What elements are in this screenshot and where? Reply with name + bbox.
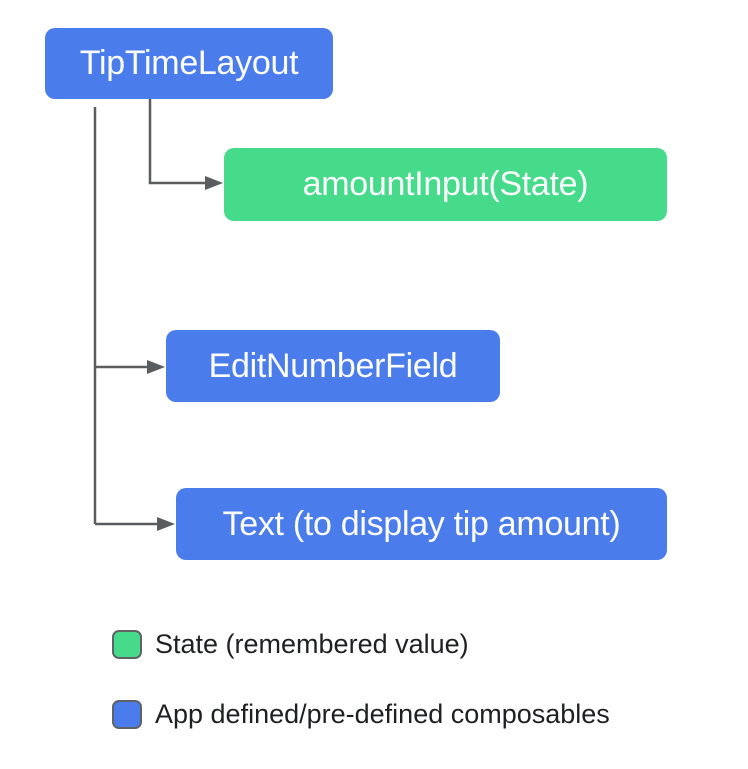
- node-text-display-label: Text (to display tip amount): [222, 504, 621, 543]
- legend-swatch-state-icon: [112, 629, 142, 659]
- arrowhead-textdisplay: [157, 517, 175, 531]
- node-editnumberfield: EditNumberField: [166, 330, 500, 402]
- node-tiptimelayout: TipTimeLayout: [45, 28, 333, 99]
- node-amountinput-state-label: amountInput(State): [302, 165, 589, 203]
- legend-label-composables: App defined/pre-defined composables: [155, 699, 610, 729]
- arrowhead-editnumberfield: [147, 360, 165, 374]
- legend-item-composables: App defined/pre-defined composables: [112, 699, 610, 730]
- connector-root-to-amountinput: [148, 99, 205, 185]
- arrowhead-amountinput: [205, 176, 223, 190]
- legend-swatch-composables-icon: [112, 700, 142, 729]
- legend-item-state: State (remembered value): [112, 629, 469, 659]
- node-text-display: Text (to display tip amount): [176, 488, 667, 560]
- connector-root-trunk: [93, 107, 157, 526]
- node-tiptimelayout-label: TipTimeLayout: [79, 44, 299, 82]
- legend-label-state: State (remembered value): [155, 628, 469, 659]
- node-editnumberfield-label: EditNumberField: [208, 346, 458, 385]
- node-amountinput-state: amountInput(State): [224, 148, 667, 221]
